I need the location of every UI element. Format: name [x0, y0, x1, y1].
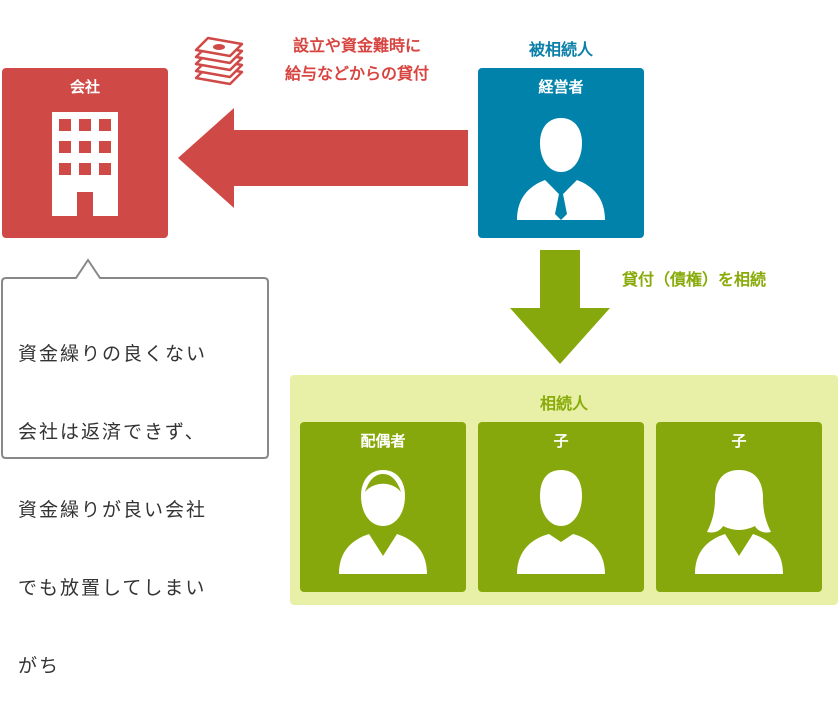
businessman-icon	[517, 118, 605, 220]
company-label: 会社	[69, 78, 100, 96]
woman-long-hair-icon	[695, 470, 783, 574]
money-stack-icon	[194, 36, 244, 86]
heir-child-2-label: 子	[731, 432, 747, 450]
man-icon	[517, 470, 605, 574]
bubble-line-5: がち	[18, 655, 61, 677]
heirs-heading: 相続人	[539, 394, 588, 413]
loan-arrow	[178, 108, 468, 208]
heir-spouse-label: 配偶者	[360, 432, 406, 450]
heir-spouse: 配偶者	[300, 422, 466, 592]
loan-note-line2: 給与などからの貸付	[284, 64, 429, 83]
loan-note-line1: 設立や資金難時に	[292, 36, 421, 55]
company-box: 会社	[2, 68, 168, 238]
decedent-role: 経営者	[538, 78, 584, 96]
loan-note: 設立や資金難時に 給与などからの貸付	[262, 32, 452, 88]
bubble-line-4: でも放置してしまい	[18, 577, 207, 599]
heir-child-1: 子	[478, 422, 644, 592]
inheritance-note: 貸付（債権）を相続	[622, 270, 767, 289]
speech-bubble	[1, 258, 269, 459]
heir-child-2: 子	[656, 422, 822, 592]
bubble-line-3: 資金繰りが良い会社	[18, 499, 208, 521]
woman-icon	[339, 470, 427, 574]
inheritance-arrow	[510, 250, 610, 364]
decedent-box: 経営者	[478, 68, 644, 238]
building-icon	[52, 112, 118, 216]
heir-child-1-label: 子	[553, 432, 569, 450]
bubble-line-2: 会社は返済できず、	[18, 421, 206, 443]
decedent-heading: 被相続人	[528, 40, 593, 59]
speech-bubble-text: 資金繰りの良くない 会社は返済できず、 資金繰りが良い会社 でも放置してしまい …	[18, 289, 207, 705]
bubble-line-1: 資金繰りの良くない	[18, 343, 208, 365]
